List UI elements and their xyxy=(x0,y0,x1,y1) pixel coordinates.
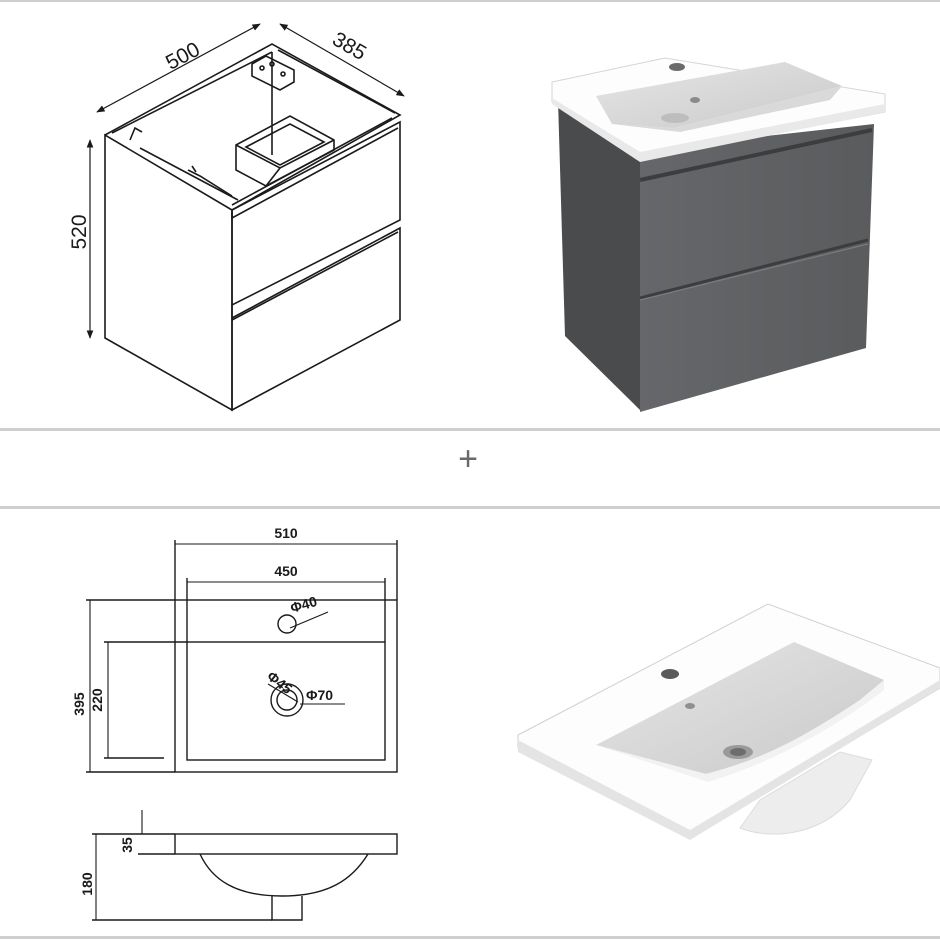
tap-hole xyxy=(277,614,297,634)
basin-height-label: 180 xyxy=(79,872,95,896)
cabinet-render xyxy=(551,57,886,412)
drain-outer xyxy=(270,683,304,717)
basin-top-view xyxy=(86,540,398,773)
divider-upper xyxy=(0,428,940,431)
basin-side-view xyxy=(92,810,398,921)
cabinet-width-label: 500 xyxy=(162,38,204,75)
divider-lower xyxy=(0,506,940,509)
basin-bowl-depth-label: 220 xyxy=(89,688,105,712)
drain-outer-label: Φ70 xyxy=(306,687,333,703)
cabinet-depth-label: 385 xyxy=(328,28,370,65)
basin-side-dimensions: 35 180 xyxy=(79,837,135,896)
bottom-border xyxy=(0,936,940,939)
plus-separator: + xyxy=(458,440,478,478)
drain-inner xyxy=(276,689,298,711)
basin-render xyxy=(517,603,940,840)
basin-bowl-width-label: 450 xyxy=(274,563,298,579)
tap-hole-label: Φ40 xyxy=(288,593,319,616)
cabinet-line-drawing xyxy=(104,43,402,412)
rim-thickness-label: 35 xyxy=(119,837,135,853)
basin-outer-width-label: 510 xyxy=(274,525,298,541)
top-border xyxy=(0,0,940,2)
cabinet-height-label: 520 xyxy=(68,214,91,249)
basin-top-dimensions: 510 450 Φ40 Φ45 Φ70 395 220 xyxy=(71,525,333,716)
basin-depth-label: 395 xyxy=(71,692,87,716)
